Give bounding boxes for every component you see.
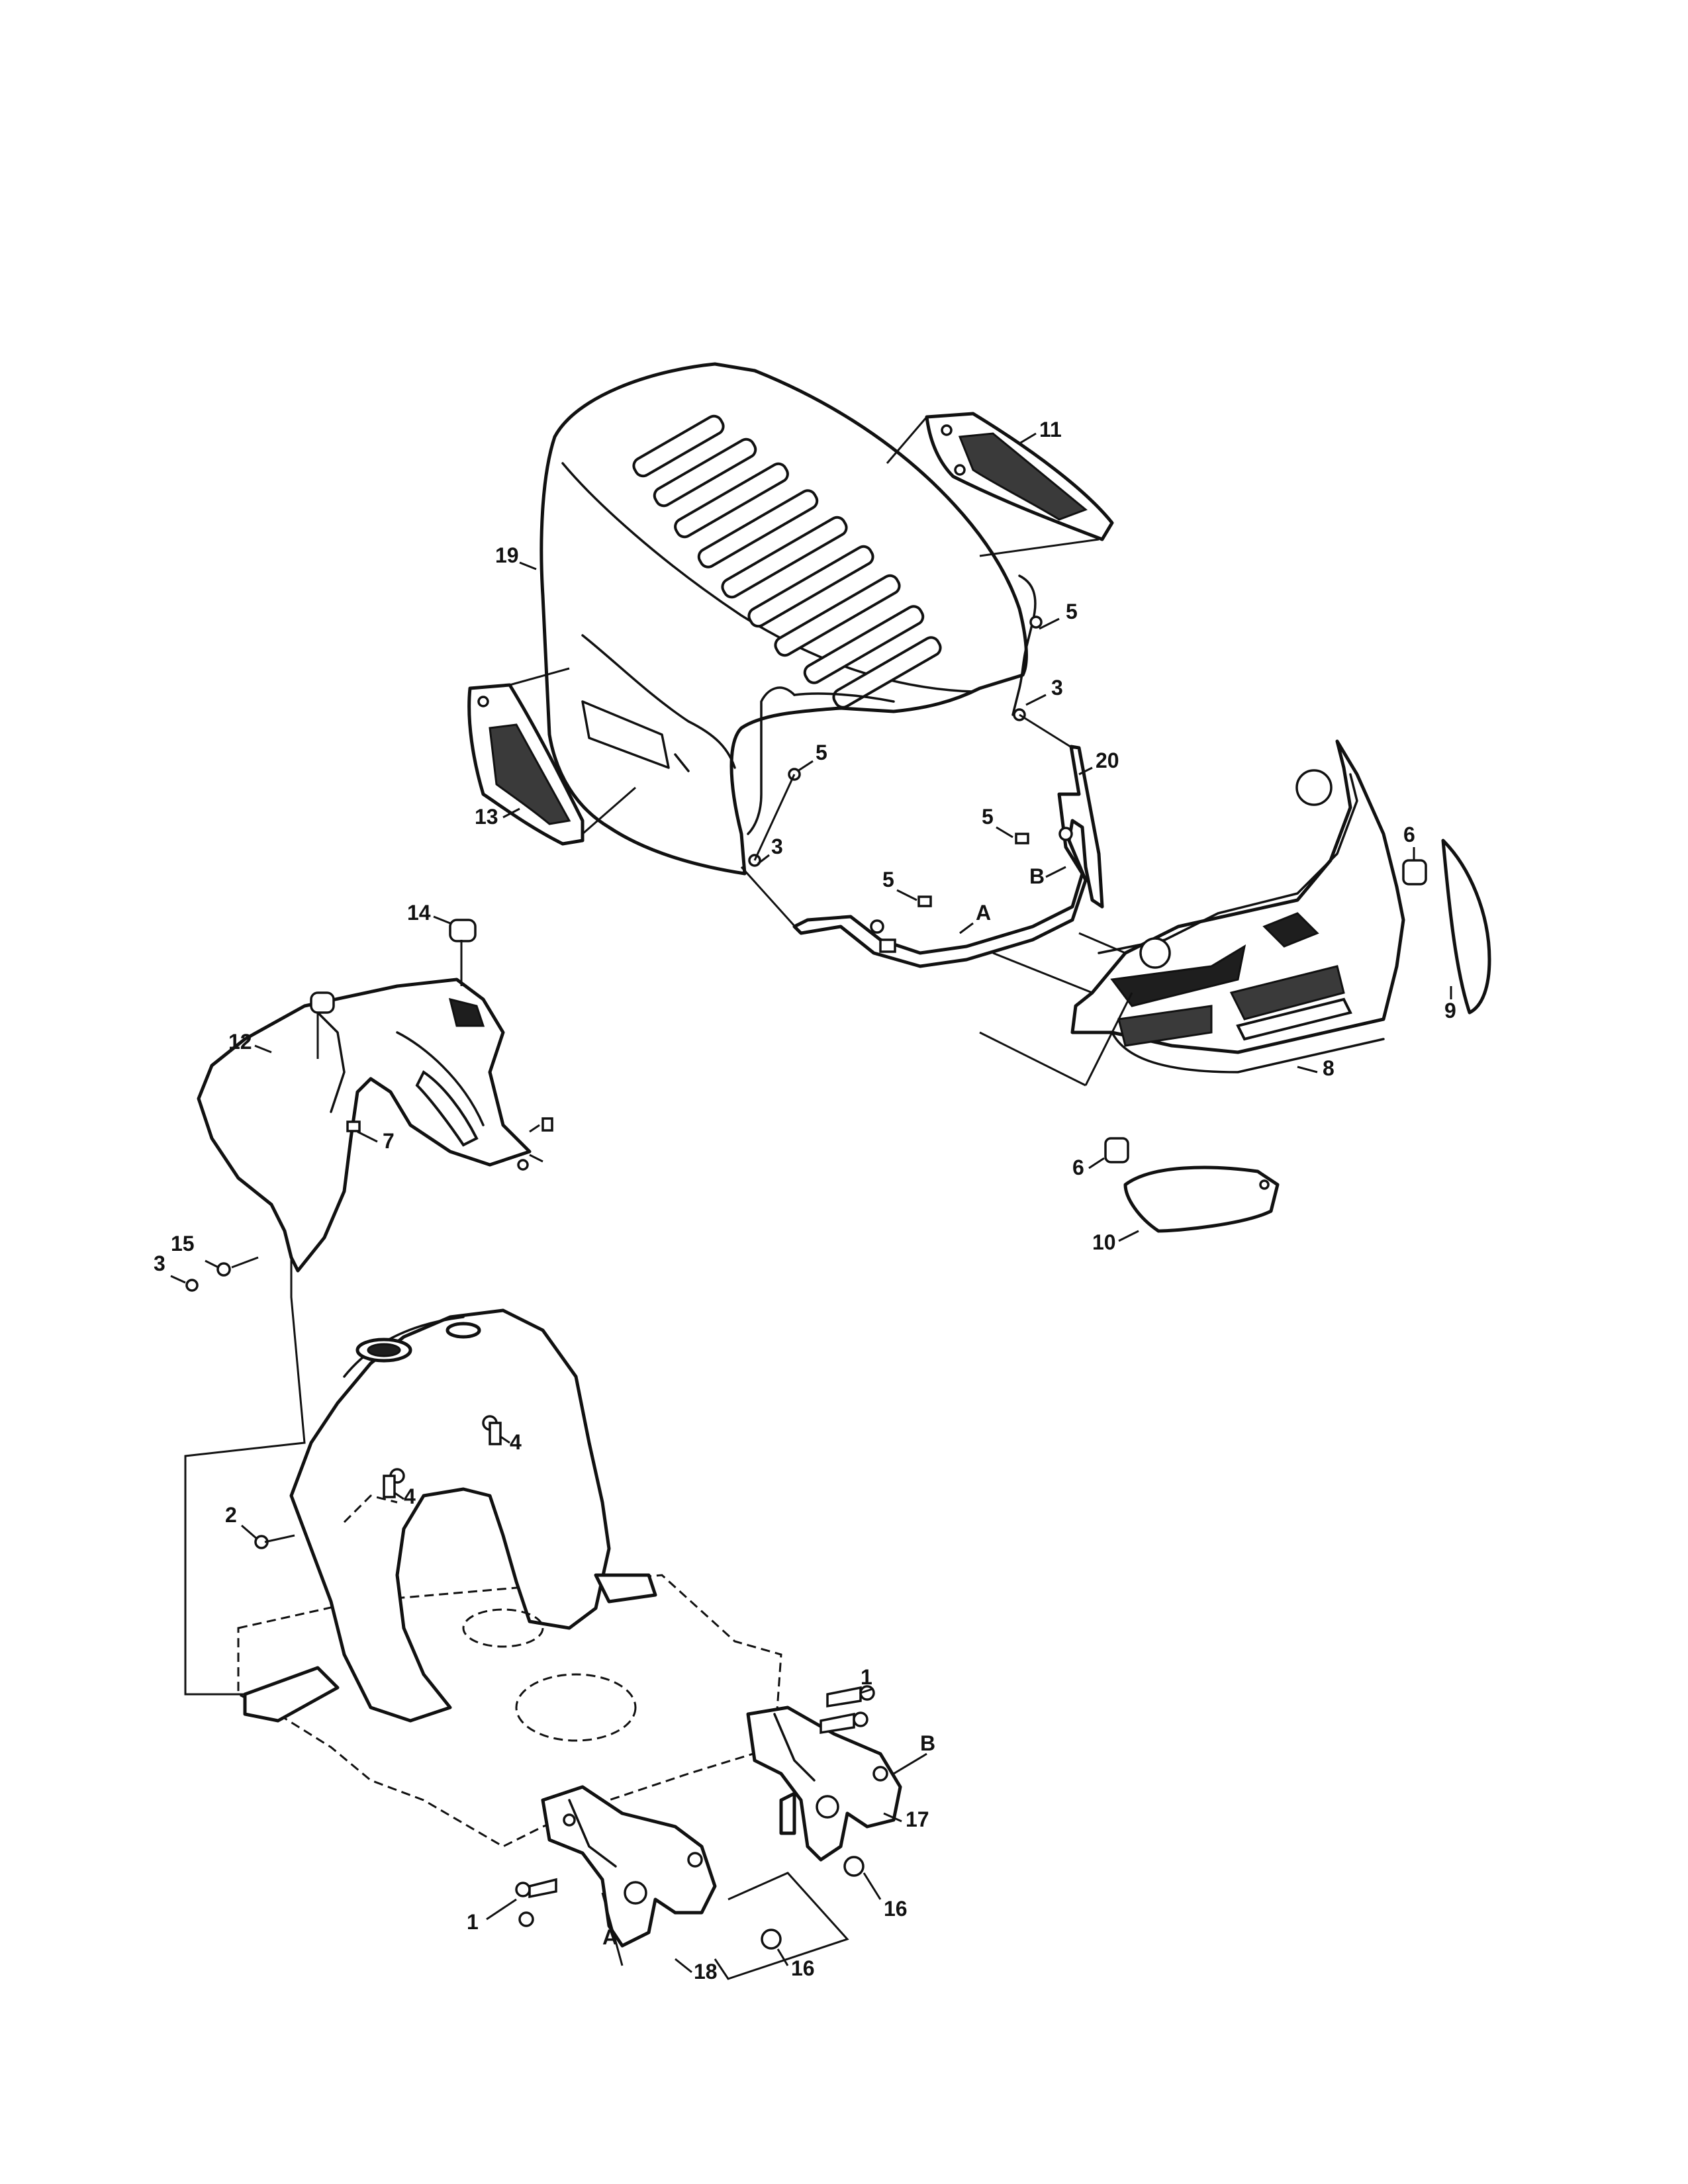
callout-14: 14 xyxy=(407,901,431,925)
callout-16a: 16 xyxy=(884,1897,908,1921)
callout-4b: 4 xyxy=(404,1484,416,1508)
nut-16-a xyxy=(843,1856,865,1877)
front-bracket-left xyxy=(541,1785,717,1948)
callout-17: 17 xyxy=(906,1807,929,1831)
fastener-6-b xyxy=(1104,1137,1129,1163)
callout-19: 19 xyxy=(495,543,519,567)
callout-5c: 5 xyxy=(982,805,994,829)
callout-16b: 16 xyxy=(791,1956,815,1980)
callout-2: 2 xyxy=(225,1503,237,1527)
side-grille-left xyxy=(467,683,585,846)
front-bracket-right xyxy=(746,1706,902,1862)
bolts-1-top xyxy=(820,1685,875,1735)
hood-bracket xyxy=(792,745,1104,968)
callout-5a: 5 xyxy=(1066,600,1078,623)
callout-3a: 3 xyxy=(1051,676,1063,700)
callout-8: 8 xyxy=(1323,1056,1335,1080)
callout-15: 15 xyxy=(171,1232,195,1255)
ref-B1: B xyxy=(1029,864,1045,888)
ref-A1: A xyxy=(976,901,991,925)
headlight-lens-left xyxy=(1123,1165,1280,1233)
frame xyxy=(237,1308,782,1848)
callout-4a: 4 xyxy=(510,1430,522,1454)
callout-5d: 5 xyxy=(882,868,894,891)
callout-1b: 1 xyxy=(467,1910,479,1934)
fastener-6-a xyxy=(1402,859,1427,886)
ref-B2: B xyxy=(920,1731,935,1755)
nut-16-b xyxy=(761,1929,782,1950)
callout-5b: 5 xyxy=(816,741,827,764)
callout-20: 20 xyxy=(1096,749,1119,772)
callout-12: 12 xyxy=(228,1030,252,1054)
bumper xyxy=(1070,739,1405,1073)
callout-11: 11 xyxy=(1039,418,1062,441)
callout-13: 13 xyxy=(475,805,498,829)
callout-3c: 3 xyxy=(154,1251,165,1275)
callout-9: 9 xyxy=(1444,999,1456,1023)
bolts-1-bottom xyxy=(515,1878,557,1927)
callout-7: 7 xyxy=(383,1129,395,1153)
hood-wire-bracket xyxy=(747,574,1043,867)
bolt-4-a xyxy=(383,1475,396,1498)
hood xyxy=(539,362,1028,876)
headlight-lens-right xyxy=(1441,839,1491,1015)
callout-6b: 6 xyxy=(1072,1156,1084,1179)
callout-1a: 1 xyxy=(861,1665,872,1689)
bolt-4-b xyxy=(489,1422,502,1445)
callout-labels: 11 19 5 3 20 5 3 13 5 B 5 A 6 9 8 6 10 xyxy=(154,418,1456,1983)
dash-panel xyxy=(197,919,532,1273)
callout-18: 18 xyxy=(694,1960,718,1983)
callout-10: 10 xyxy=(1092,1230,1116,1254)
callout-6a: 6 xyxy=(1403,823,1415,846)
side-grille-right xyxy=(925,412,1114,541)
callout-3b: 3 xyxy=(771,835,783,858)
ref-A2: A xyxy=(602,1925,618,1949)
